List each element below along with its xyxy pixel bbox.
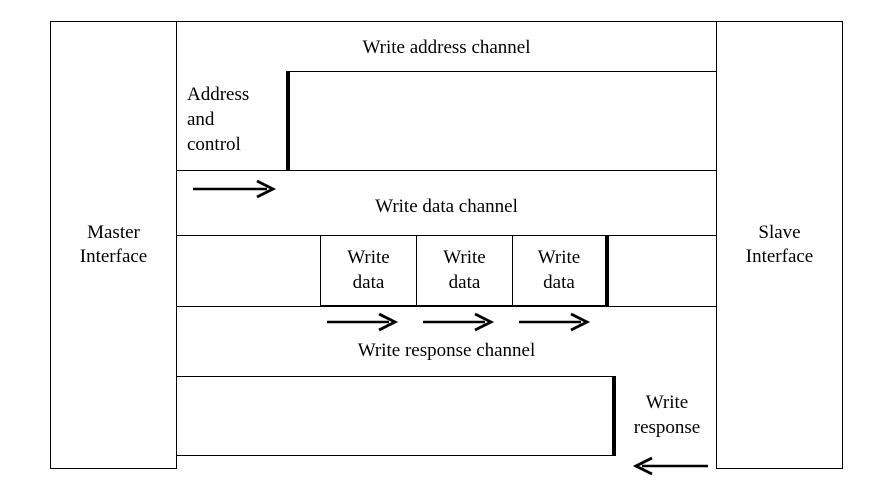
write-data-box-1-line2: data bbox=[352, 271, 385, 293]
write-response-line1: Write bbox=[645, 392, 689, 414]
write-response-arrow-left-icon bbox=[630, 456, 710, 476]
write-data-box-3-line2: data bbox=[543, 271, 575, 293]
slave-interface-label-line2: Interface bbox=[745, 246, 814, 267]
address-and-control-line3: control bbox=[187, 133, 241, 155]
write-data-channel-label: Write data channel bbox=[375, 196, 518, 217]
write-data-box-2: Write data bbox=[416, 235, 513, 306]
address-and-control-box: Address and control bbox=[177, 71, 290, 170]
write-response-box: Write response bbox=[612, 376, 718, 456]
write-data-arrow-1-right-icon bbox=[325, 312, 411, 332]
channel-table: Write address channel Write data channel… bbox=[176, 21, 718, 456]
address-and-control-line2: and bbox=[187, 109, 215, 131]
master-interface-label-line2: Interface bbox=[79, 246, 148, 267]
address-arrow-right-icon bbox=[191, 179, 281, 199]
slave-interface-label: Slave Interface bbox=[746, 221, 814, 269]
master-interface-label-line1: Master bbox=[87, 222, 140, 244]
master-interface-label: Master Interface bbox=[80, 221, 148, 269]
write-data-box-1-line1: Write bbox=[347, 246, 390, 268]
row-separator-5 bbox=[177, 376, 716, 377]
write-response-channel-label: Write response channel bbox=[357, 340, 536, 361]
address-and-control-line1: Address bbox=[187, 84, 250, 106]
row-separator-2 bbox=[177, 170, 716, 171]
write-response-line2: response bbox=[633, 417, 701, 438]
write-data-box-2-line2: data bbox=[448, 271, 481, 293]
write-data-box-3-line1: Write bbox=[537, 246, 581, 268]
write-data-arrow-3-right-icon bbox=[517, 312, 603, 332]
write-data-box-2-line1: Write bbox=[443, 246, 486, 268]
master-interface-box: Master Interface bbox=[50, 21, 177, 469]
row-separator-4 bbox=[177, 306, 716, 307]
write-address-channel-label: Write address channel bbox=[362, 37, 531, 58]
slave-interface-box: Slave Interface bbox=[716, 21, 843, 469]
slave-interface-label-line1: Slave bbox=[758, 222, 801, 244]
write-data-box-3: Write data bbox=[512, 235, 609, 306]
write-data-box-1: Write data bbox=[320, 235, 417, 306]
row-separator-1 bbox=[177, 71, 716, 72]
write-data-arrow-2-right-icon bbox=[421, 312, 507, 332]
